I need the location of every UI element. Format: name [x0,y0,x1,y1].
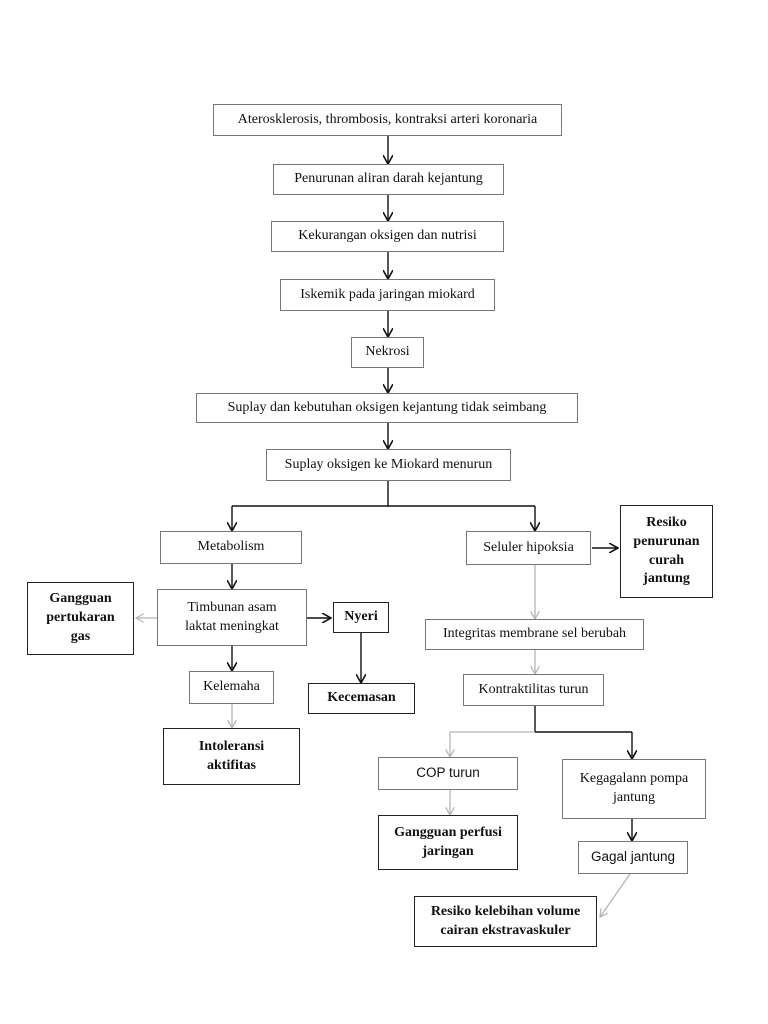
node-resiko-kelebihan-volume: Resiko kelebihan volume cairan ekstravas… [414,896,597,947]
node-penurunan-aliran: Penurunan aliran darah kejantung [273,164,504,195]
node-gangguan-pertukaran-gas: Gangguan pertukaran gas [27,582,134,655]
split-connector [232,481,389,507]
node-cop-turun: COP turun [378,757,518,790]
node-resiko-penurunan-curah-jantung: Resiko penurunan curah jantung [620,505,713,598]
node-kegagalan-pompa-jantung: Kegagalann pompa jantung [562,759,706,819]
node-gagal-jantung: Gagal jantung [578,841,688,874]
node-nyeri: Nyeri [333,602,389,633]
node-kekurangan-oksigen: Kekurangan oksigen dan nutrisi [271,221,504,252]
node-iskemik: Iskemik pada jaringan miokard [280,279,495,311]
node-kelemaha: Kelemaha [189,671,274,704]
node-intoleransi-aktifitas: Intoleransi aktifitas [163,728,300,785]
node-aterosklerosis: Aterosklerosis, thrombosis, kontraksi ar… [213,104,562,136]
node-kecemasan: Kecemasan [308,683,415,714]
arrow-gagal-jantung-to-resiko-kelebihan [600,873,631,917]
node-timbunan-asam-laktat: Timbunan asam laktat meningkat [157,589,307,646]
node-integritas-membrane: Integritas membrane sel berubah [425,619,644,650]
node-suplay-menurun: Suplay oksigen ke Miokard menurun [266,449,511,481]
node-gangguan-perfusi-jaringan: Gangguan perfusi jaringan [378,815,518,870]
node-nekrosi: Nekrosi [351,337,424,368]
node-suplay-kebutuhan: Suplay dan kebutuhan oksigen kejantung t… [196,393,578,423]
node-seluler-hipoksia: Seluler hipoksia [466,531,591,565]
node-metabolism: Metabolism [160,531,302,564]
node-kontraktilitas-turun: Kontraktilitas turun [463,674,604,706]
